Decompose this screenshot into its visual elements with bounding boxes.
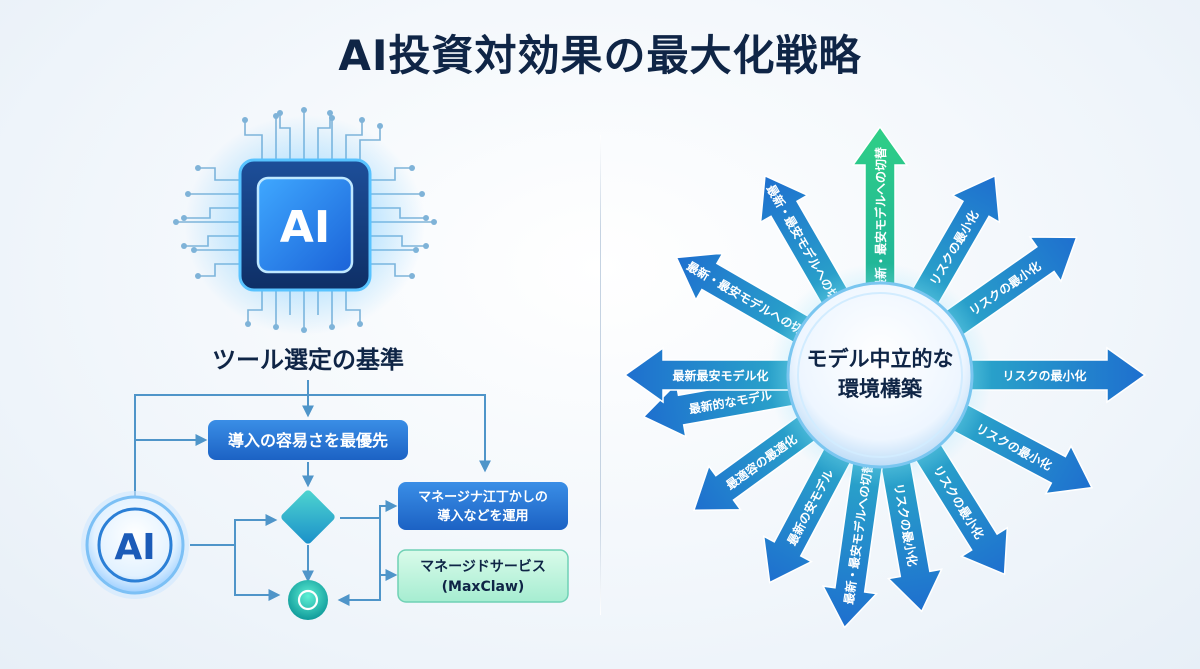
option2-line2: (MaxClaw) xyxy=(442,579,525,595)
radial-arrow-label: 最新最安モデル化 xyxy=(672,368,768,383)
option-maxclaw-box: マネージドサービス (MaxClaw) xyxy=(397,549,569,603)
radial-arrow: 最新・最安モデルへの切替 xyxy=(675,252,817,345)
radial-arrow: リスクの最小化 xyxy=(913,442,1009,576)
hub: モデル中立的な 環境構築 xyxy=(768,263,992,487)
end-circle xyxy=(288,580,328,620)
chip-ai-label: AI xyxy=(280,202,330,253)
radial-arrow: 最新最安モデル化 xyxy=(623,346,791,404)
radial-arrow: リスクの最小化 xyxy=(879,460,943,613)
ai-chip: AI xyxy=(185,115,425,335)
radial-arrow: リスクの最小化 xyxy=(969,346,1147,404)
flow-lines xyxy=(134,380,491,606)
radial-arrow: 最新の安モデル xyxy=(762,446,853,584)
radial-arrow-shape xyxy=(675,252,811,345)
radial-arrow-label: リスクの最小化 xyxy=(1002,368,1086,383)
radial-arrow-label: リスクの最小化 xyxy=(966,258,1043,318)
radial-arrow-shape xyxy=(879,460,943,613)
option2-line1: マネージドサービス xyxy=(420,559,546,575)
radial-arrow: リスクの最小化 xyxy=(944,236,1078,337)
radial-arrow-shape xyxy=(642,374,795,438)
radial-arrow-shape xyxy=(759,174,850,306)
radial-arrow-shape xyxy=(944,236,1078,337)
radial-arrow-shape xyxy=(623,346,791,404)
radial-arrow-shape xyxy=(910,174,1001,306)
radial-arrow: 最新・最安モデルへの切替 xyxy=(821,460,884,629)
radial-arrow: 最新・最安モデルへの切替 xyxy=(759,174,850,315)
option-managed-box: マネージナ江丁かしの 導入などを運用 xyxy=(398,482,568,530)
radial-arrow-label: 最新の安モデル xyxy=(784,467,837,548)
radial-arrow: リスクの最小化 xyxy=(910,174,1001,306)
radial-arrow-label: 最適容の最適化 xyxy=(723,431,800,493)
radial-arrow-label: 最新的なモデル xyxy=(688,387,773,416)
ai-circle-label: AI xyxy=(114,527,155,568)
radial-arrow-label: リスクの最小化 xyxy=(926,208,981,288)
radial-arrow-label: 最新・最安モデルへの切替 xyxy=(873,146,888,291)
radial-arrow-label: 最新・最安モデルへの切替 xyxy=(841,460,876,606)
page-title: AI投資対効果の最大化戦略 xyxy=(338,31,862,80)
decision-diamond xyxy=(281,490,335,544)
radial-arrow-shape xyxy=(692,414,818,511)
hub-line2: 環境構築 xyxy=(838,377,923,401)
radial-arrow-label: リスクの最小化 xyxy=(930,462,987,541)
radial-arrow: 最適容の最適化 xyxy=(692,414,818,511)
criteria-heading: ツール選定の基準 xyxy=(212,346,404,374)
radial-arrow: 最新的なモデル xyxy=(642,374,795,438)
radial-arrow-shape xyxy=(951,402,1094,495)
radial-arrow-shape xyxy=(821,461,884,629)
radial-arrow-shape xyxy=(851,125,909,286)
radial-arrow: 最新・最安モデルへの切替 xyxy=(851,125,909,291)
radial-arrow-shape xyxy=(969,346,1147,404)
radial-arrow: リスクの最小化 xyxy=(951,402,1094,495)
radial-arrows: 最新・最安モデルへの切替リスクの最小化リスクの最小化リスクの最小化リスクの最小化… xyxy=(623,125,1147,629)
radial-arrow-label: 最新・最安モデルへの切替 xyxy=(764,182,849,315)
option1-line1: マネージナ江丁かしの xyxy=(418,489,548,505)
left-panel: AI ツール選定の基準 導入の容易さを最優先 AI マネージナ江丁かし xyxy=(81,107,569,620)
ease-box-label: 導入の容易さを最優先 xyxy=(228,431,388,450)
option1-line2: 導入などを運用 xyxy=(437,508,528,524)
radial-arrow-label: リスクの最小化 xyxy=(891,482,920,567)
ai-circle: AI xyxy=(81,491,189,599)
hub-line1: モデル中立的な xyxy=(807,347,954,371)
radial-arrow-shape xyxy=(913,442,1009,576)
center-divider xyxy=(600,135,601,615)
ease-box: 導入の容易さを最優先 xyxy=(208,420,408,460)
radial-arrow-label: 最新・最安モデルへの切替 xyxy=(684,258,817,343)
radial-arrow-shape xyxy=(762,446,853,584)
radial-arrow-label: リスクの最小化 xyxy=(973,420,1054,473)
